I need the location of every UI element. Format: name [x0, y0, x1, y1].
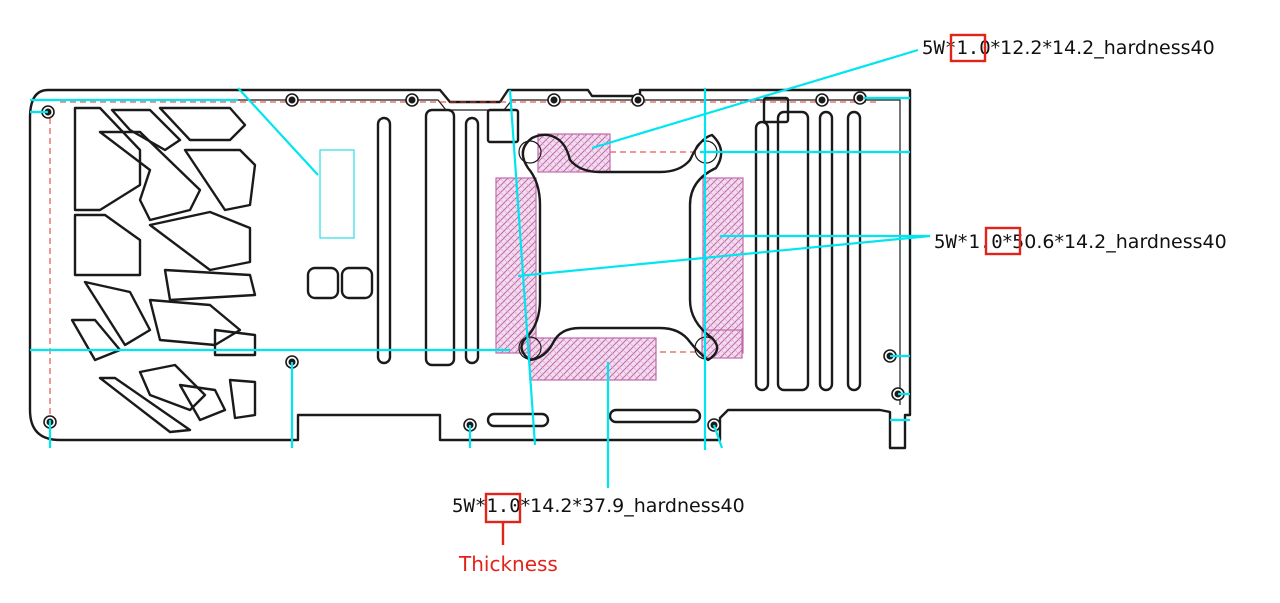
leader-lines	[30, 87, 910, 450]
thermal-pad-right	[702, 177, 744, 354]
leader-top-callout	[591, 48, 919, 150]
spec-right: 5W*1.0*50.6*14.2_hardness40	[934, 231, 1227, 253]
small-cutout-right	[340, 266, 374, 300]
backplate-inner-edge	[52, 99, 901, 405]
thickness-label: Thickness	[458, 552, 558, 576]
horizontal-slot-left	[486, 412, 550, 428]
small-square-top-center	[486, 108, 520, 144]
thickness-box-right	[984, 226, 1022, 256]
thermal-pad-bottom	[529, 337, 657, 381]
thermal-pad-left	[495, 177, 537, 354]
leader-right-callout-a	[517, 234, 931, 278]
part-number-stamp	[319, 149, 355, 239]
horizontal-slot-right	[608, 408, 702, 424]
small-square-top-right	[762, 96, 790, 124]
spec-top: 5W*1.0*12.2*14.2_hardness40	[922, 37, 1215, 59]
bracket-hole-top-left	[518, 140, 542, 164]
decorative-cutouts	[70, 106, 257, 434]
spec-bottom: 5W*1.0*14.2*37.9_hardness40	[452, 495, 745, 517]
small-cutout-left	[306, 266, 340, 300]
thickness-box-top	[949, 33, 987, 63]
screw-holes	[41, 91, 905, 432]
x-bracket-outline	[520, 133, 723, 362]
thermal-pad-top	[537, 133, 611, 173]
